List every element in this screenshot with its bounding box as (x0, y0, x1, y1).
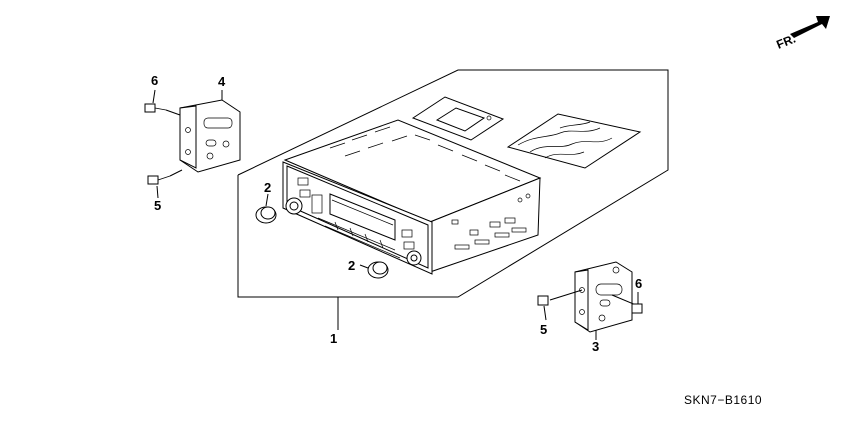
callout-2-upper: 2 (264, 180, 271, 195)
callout-5-left: 5 (154, 198, 161, 213)
kit-boundary (237, 69, 669, 330)
screw-right-lower (537, 295, 549, 321)
protective-bag (506, 113, 642, 169)
screw-left-lower (147, 169, 183, 199)
callout-2-lower: 2 (348, 258, 355, 273)
front-direction-label: FR. (774, 32, 797, 52)
callout-5-right: 5 (540, 322, 547, 337)
callout-6-right: 6 (635, 276, 642, 291)
callout-6-left: 6 (151, 73, 158, 88)
audio-unit (282, 119, 542, 275)
screw-left-upper (144, 89, 181, 116)
front-direction-arrow: FR. (774, 16, 830, 52)
callout-4: 4 (218, 74, 226, 89)
callout-1: 1 (330, 331, 337, 346)
owners-manual-card (411, 96, 505, 141)
mounting-bracket-right (549, 261, 637, 340)
screw-right-upper (631, 292, 643, 314)
callout-3: 3 (592, 339, 599, 354)
diagram-code: SKN7−B1610 (684, 393, 762, 407)
knob-upper (255, 193, 277, 224)
knob-lower (359, 261, 389, 279)
mounting-bracket-left (179, 90, 241, 173)
